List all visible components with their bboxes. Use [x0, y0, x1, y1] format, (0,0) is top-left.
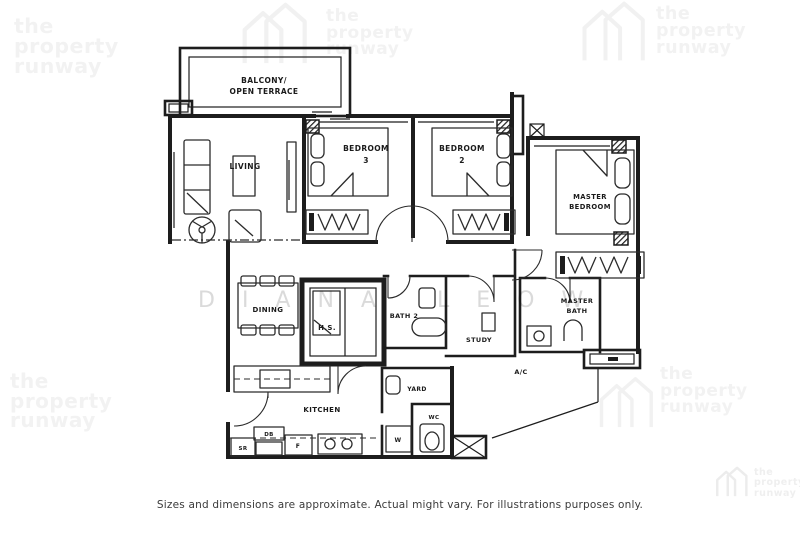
watermark-mid-right: the property runway: [660, 366, 748, 416]
bath2-fixtures: [411, 287, 447, 337]
brand-line: runway: [660, 397, 734, 418]
label-db: DB: [264, 432, 274, 438]
dining-furniture: [237, 275, 299, 336]
household-shelter-furniture: [312, 290, 341, 336]
watermark-top-left: the property runway: [14, 14, 119, 79]
brand-line: runway: [326, 39, 400, 60]
yard-wc-fixtures: [385, 375, 488, 460]
kitchen-fittings: [230, 365, 380, 457]
brand-line: the: [656, 4, 691, 24]
label-bath2: BATH 2: [390, 312, 419, 320]
label-kitchen: KITCHEN: [303, 406, 340, 414]
label-bedroom2: 2: [459, 156, 465, 165]
ceiling-fan-icon: [188, 216, 216, 244]
brand-line: runway: [14, 54, 102, 79]
shoe-rack-box: [230, 437, 256, 457]
room-labels: BALCONY/ OPEN TERRACE LIVING BEDROOM 3 B…: [230, 76, 611, 452]
label-master-bedroom: MASTER: [573, 193, 607, 201]
disclaimer-text: Sizes and dimensions are approximate. Ac…: [156, 499, 644, 511]
wc-toilet-icon: [419, 423, 445, 453]
brand-line: property: [656, 21, 746, 42]
planter-box: [450, 434, 488, 460]
brand-line: runway: [10, 408, 96, 433]
label-bedroom3: BEDROOM: [343, 144, 389, 153]
agent-name-watermark: DIANA LEOW: [198, 288, 611, 313]
property-runway-logo-icon: [238, 2, 308, 66]
property-runway-logo-icon: [578, 0, 646, 64]
label-fridge: F: [296, 443, 301, 450]
living-furniture: [183, 139, 297, 244]
brand-line: property: [660, 380, 748, 401]
label-household-shelter: H.S.: [318, 324, 336, 332]
db-box: [253, 426, 285, 456]
brand-line: runway: [754, 487, 797, 499]
label-bedroom2: BEDROOM: [439, 144, 485, 153]
bedroom2-furniture: [431, 127, 516, 235]
brand-line: the: [660, 364, 694, 384]
brand-line: runway: [656, 38, 732, 59]
label-master-bath: MASTER: [561, 297, 593, 305]
master-bath-fixtures: [526, 319, 583, 347]
label-study: STUDY: [466, 336, 492, 344]
brand-line: property: [754, 477, 800, 489]
label-washer: W: [394, 437, 401, 444]
label-bedroom3: 3: [363, 156, 369, 165]
walls: [163, 46, 642, 459]
brand-line: the: [10, 369, 49, 393]
watermark-mid-left: the property runway: [10, 369, 113, 433]
brand-line: property: [326, 22, 414, 43]
master-bedroom-furniture: [555, 149, 645, 279]
property-runway-logo-icon: [596, 366, 654, 440]
watermark-top-center: the property runway: [326, 8, 414, 58]
brand-line: the: [14, 14, 54, 38]
label-ac-ledge: A/C: [514, 368, 527, 376]
label-balcony: BALCONY/: [241, 76, 287, 85]
label-dining: DINING: [253, 306, 284, 314]
fridge-box: [284, 434, 313, 456]
watermark-bottom-right: the property runway: [754, 467, 800, 499]
property-runway-logo-icon: [714, 463, 748, 501]
bedroom3-furniture: [305, 127, 389, 235]
label-wc: WC: [429, 415, 440, 421]
label-balcony: OPEN TERRACE: [230, 87, 299, 96]
brand-line: the: [326, 6, 360, 26]
watermark-top-right: the property runway: [656, 4, 746, 59]
label-yard: YARD: [406, 386, 427, 393]
label-living: LIVING: [230, 162, 261, 171]
stove-icon: [317, 433, 363, 455]
brand-line: property: [10, 388, 113, 413]
shaft-box: [529, 123, 545, 138]
door-swings: [233, 205, 571, 427]
label-master-bath: BATH: [567, 307, 588, 315]
label-shoe-rack: SR: [239, 446, 248, 452]
brand-line: the: [754, 467, 774, 478]
study-furniture: [481, 312, 496, 332]
label-master-bedroom: BEDROOM: [569, 203, 611, 211]
brand-line: property: [14, 34, 119, 59]
